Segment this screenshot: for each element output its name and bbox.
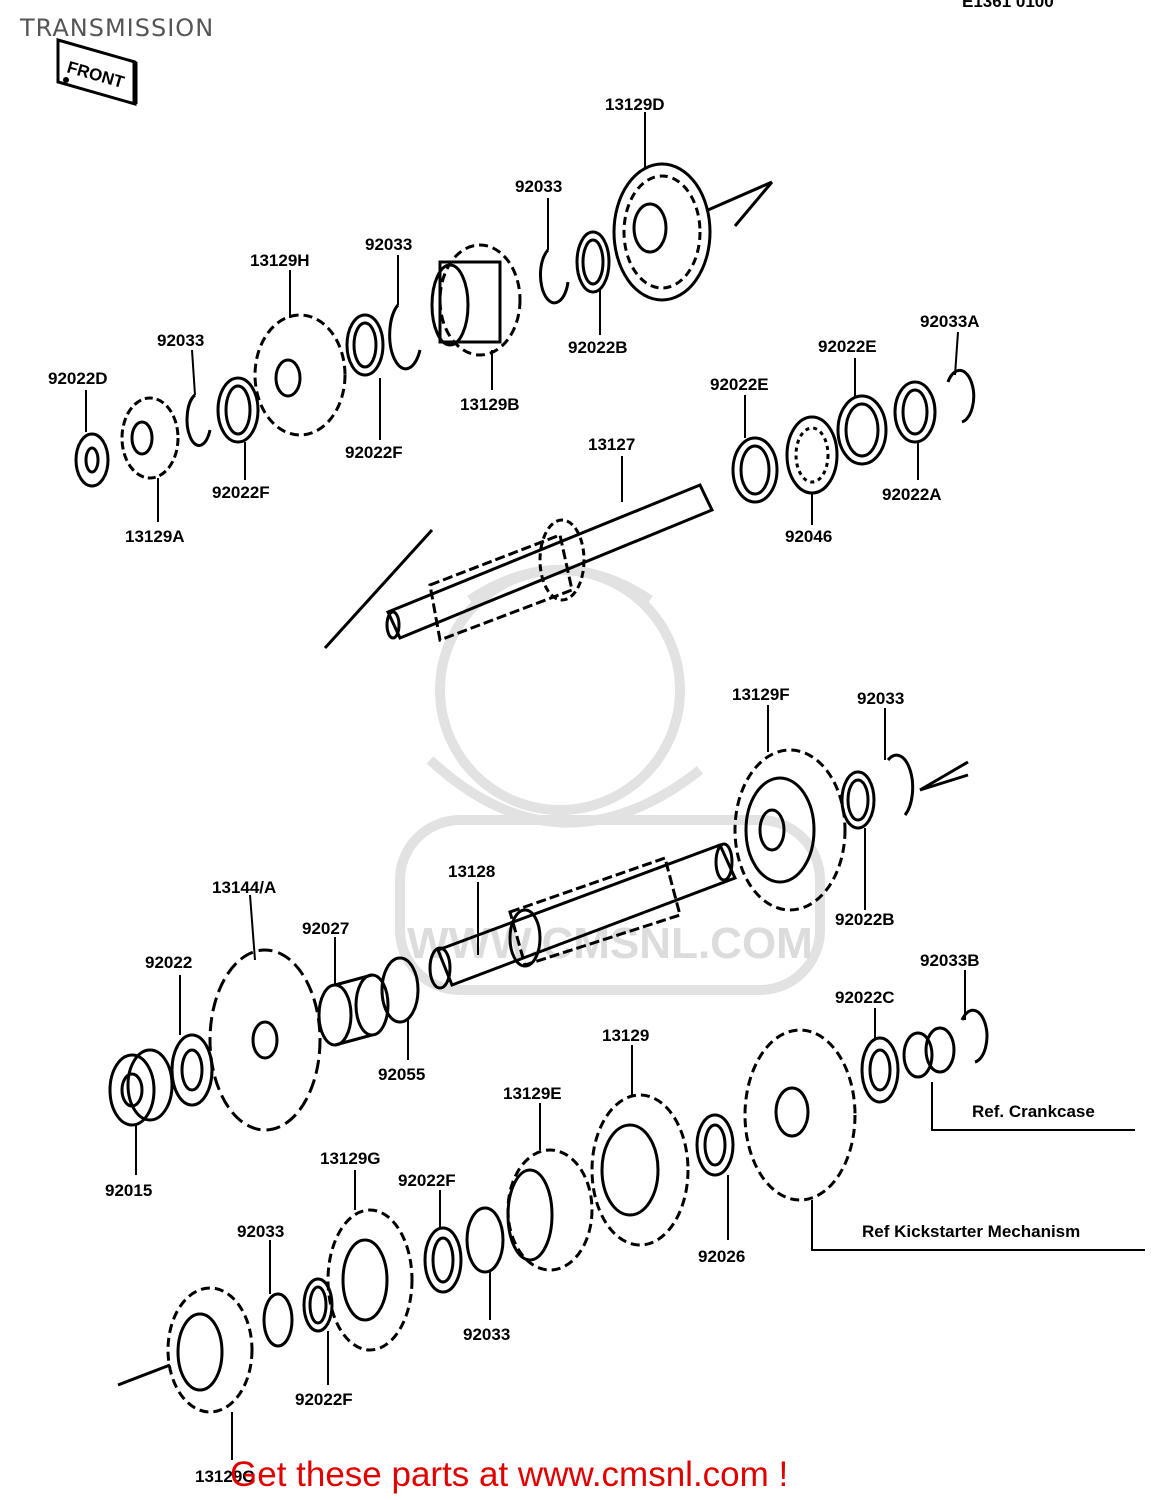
label-92033-c: 92033 xyxy=(157,331,204,350)
gear-13129H[interactable] xyxy=(253,313,347,437)
circlip-92033-upper-b[interactable] xyxy=(388,304,422,371)
label-13127: 13127 xyxy=(588,435,635,454)
ref-crankcase: Ref. Crankcase xyxy=(972,1102,1095,1121)
label-13129H: 13129H xyxy=(250,251,310,270)
circlip-92033A[interactable] xyxy=(946,368,976,424)
label-92033-d: 92033 xyxy=(857,689,904,708)
label-92027: 92027 xyxy=(302,919,349,938)
front-indicator: FRONT xyxy=(56,38,138,106)
circlip-92033-upper-c[interactable] xyxy=(185,393,212,447)
watermark-text: WWW.CMSNL.COM xyxy=(407,919,813,968)
label-92033-e: 92033 xyxy=(237,1222,284,1241)
shaft-13127[interactable] xyxy=(385,483,715,643)
gear-13129F[interactable] xyxy=(733,748,847,912)
label-92033-b: 92033 xyxy=(365,235,412,254)
circlip-92033-lower-a[interactable] xyxy=(886,753,915,816)
label-92022E-a: 92022E xyxy=(710,375,769,394)
label-13129D: 13129D xyxy=(605,95,665,114)
washer-92022C[interactable] xyxy=(860,1036,900,1104)
washer-92026[interactable] xyxy=(695,1113,735,1177)
label-13129C: 13129C xyxy=(195,1467,255,1486)
washer-92022E-a[interactable] xyxy=(731,436,779,504)
washer-92022A[interactable] xyxy=(893,380,937,444)
ref-kickstarter: Ref Kickstarter Mechanism xyxy=(862,1222,1080,1241)
label-92015: 92015 xyxy=(105,1181,152,1200)
washer-92022F-lower-a[interactable] xyxy=(423,1226,463,1294)
label-92033A: 92033A xyxy=(920,312,980,331)
label-13129A: 13129A xyxy=(125,527,185,546)
label-92022F-c: 92022F xyxy=(398,1171,456,1190)
label-92026: 92026 xyxy=(698,1247,745,1266)
circlip-92033-lower-c[interactable] xyxy=(262,1292,294,1348)
label-13129B: 13129B xyxy=(460,395,520,414)
watermark-logo xyxy=(395,565,825,995)
output-shaft-group xyxy=(108,705,1145,1460)
sprocket-13144A[interactable] xyxy=(208,948,322,1132)
washer-92022F-upper-b[interactable] xyxy=(216,376,260,444)
circlip-92033B[interactable] xyxy=(960,1008,989,1064)
gear-13129A[interactable] xyxy=(120,396,180,480)
circlip-92055[interactable] xyxy=(380,956,420,1024)
label-92022F-d: 92022F xyxy=(295,1390,353,1409)
gear-13129C[interactable] xyxy=(166,1286,254,1414)
leaders-lower xyxy=(135,705,1145,1460)
label-92055: 92055 xyxy=(378,1065,425,1084)
label-92046: 92046 xyxy=(785,527,832,546)
gear-13129E[interactable] xyxy=(506,1148,594,1272)
label-13144A: 13144/A xyxy=(212,878,276,897)
label-13129F: 13129F xyxy=(732,685,790,704)
gear-13129B[interactable] xyxy=(430,243,522,357)
circlip-92033-lower-b[interactable] xyxy=(465,1206,505,1274)
input-shaft-group xyxy=(74,112,976,650)
bearing-92046[interactable] xyxy=(785,415,839,495)
label-92022A: 92022A xyxy=(882,485,942,504)
collar-92027[interactable] xyxy=(317,973,390,1047)
washer-92022B-upper[interactable] xyxy=(575,230,611,294)
needle-bearing[interactable] xyxy=(902,1026,956,1079)
nut-92015[interactable] xyxy=(108,1048,174,1127)
promo-link[interactable]: Get these parts at www.cmsnl.com ! xyxy=(230,1455,789,1494)
washer-92022F-lower-b[interactable] xyxy=(302,1277,334,1333)
labels-upper: 13129D 92033 92022B 13129H 92033 13129B … xyxy=(48,95,980,546)
label-92022E-b: 92022E xyxy=(818,337,877,356)
label-92022C: 92022C xyxy=(835,988,895,1007)
label-13129: 13129 xyxy=(602,1026,649,1045)
label-92033-f: 92033 xyxy=(463,1325,510,1344)
shaft-13128[interactable] xyxy=(428,842,738,990)
diagram-ref-code: E1361 0100 xyxy=(962,0,1054,11)
label-92033B: 92033B xyxy=(920,951,980,970)
label-13129E: 13129E xyxy=(503,1084,562,1103)
label-92022F-a: 92022F xyxy=(345,443,403,462)
label-92022B-a: 92022B xyxy=(568,338,628,357)
leaders-upper xyxy=(85,112,959,525)
label-13129G: 13129G xyxy=(320,1149,381,1168)
circlip-92033-upper-a[interactable] xyxy=(538,248,570,305)
label-92033-a: 92033 xyxy=(515,177,562,196)
page-title: TRANSMISSION xyxy=(20,14,215,42)
washer-92022B-lower[interactable] xyxy=(840,770,876,830)
label-92022D: 92022D xyxy=(48,369,108,388)
washer-92022D[interactable] xyxy=(74,432,110,488)
gear-kickstarter[interactable] xyxy=(743,1028,857,1202)
gear-13129G[interactable] xyxy=(326,1208,414,1352)
gear-13129[interactable] xyxy=(590,1093,690,1247)
washer-92022F-upper-a[interactable] xyxy=(345,313,385,377)
labels-lower: 13129F 92033 92022B 13128 13144/A 92027 … xyxy=(105,685,1095,1486)
label-13128: 13128 xyxy=(448,862,495,881)
label-92022: 92022 xyxy=(145,953,192,972)
gear-13129D[interactable] xyxy=(612,162,712,302)
washer-92022E-b[interactable] xyxy=(836,394,888,466)
label-92022B-b: 92022B xyxy=(835,910,895,929)
washer-92022[interactable] xyxy=(170,1033,214,1107)
label-92022F-b: 92022F xyxy=(212,483,270,502)
